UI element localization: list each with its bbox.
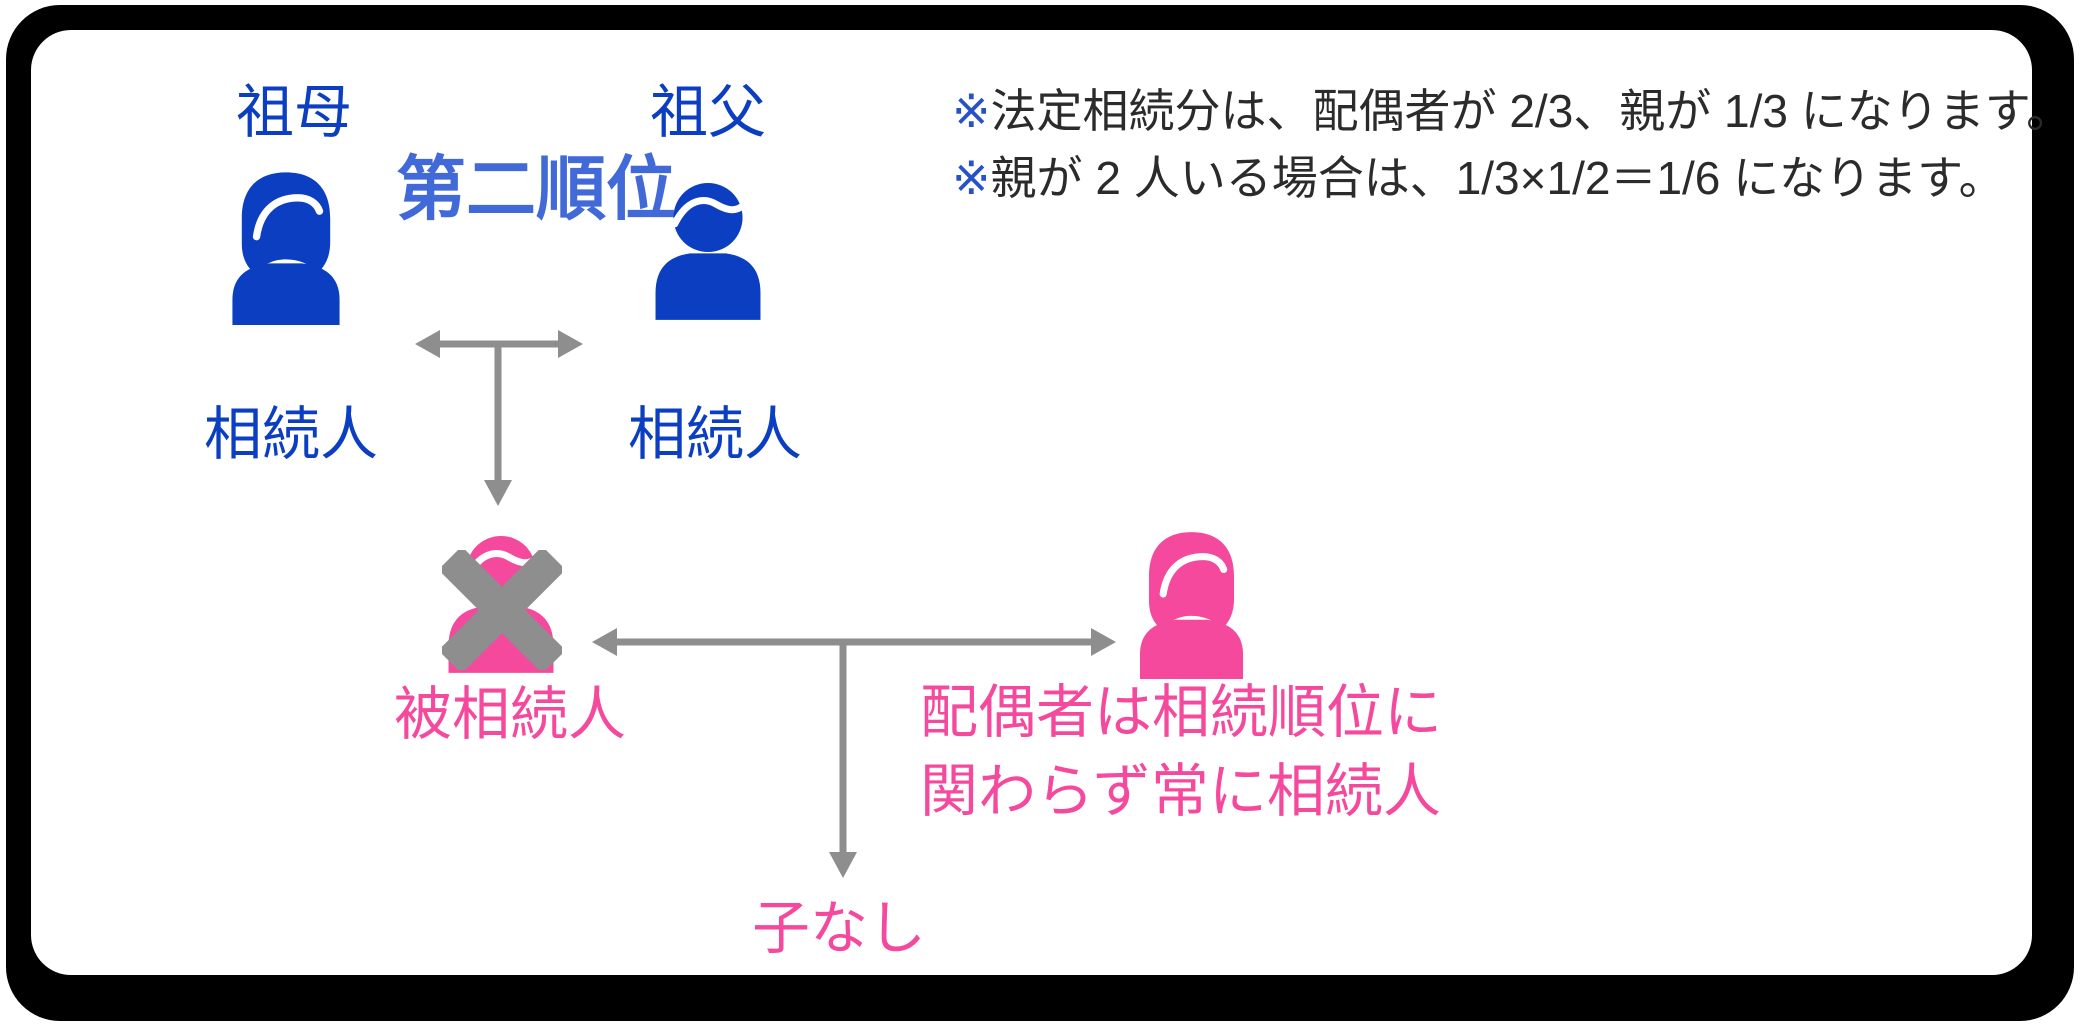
decedent-label: 被相続人 — [394, 682, 627, 747]
footnote-mark-icon: ※ — [952, 152, 991, 204]
no-children-label: 子なし — [752, 896, 927, 961]
grandmother-icon — [219, 167, 353, 325]
footnote-line2-text: 親が 2 人いる場合は、1/3×1/2＝1/6 になります。 — [990, 152, 2005, 204]
rank-label: 第二順位 — [396, 150, 676, 228]
footnote-line1-text: 法定相続分は、配偶者が 2/3、親が 1/3 になります。 — [990, 85, 2073, 137]
white-canvas — [31, 30, 2032, 975]
cross-out-x-icon — [442, 550, 562, 670]
grandfather-icon — [644, 179, 772, 320]
grandfather-label: 祖父 — [650, 80, 767, 145]
heir-right-label: 相続人 — [628, 402, 803, 467]
spouse-caption-line2: 関わらず常に相続人 — [920, 759, 1441, 824]
spouse-caption-line1: 配偶者は相続順位に — [920, 680, 1443, 745]
footnote-line2: ※親が 2 人いる場合は、1/3×1/2＝1/6 になります。 — [952, 155, 2005, 201]
heir-left-label: 相続人 — [204, 402, 379, 467]
footnote-line1: ※法定相続分は、配偶者が 2/3、親が 1/3 になります。 — [952, 88, 2072, 134]
footnote-mark-icon: ※ — [952, 85, 991, 137]
grandmother-label: 祖母 — [236, 80, 353, 145]
spouse-icon — [1127, 527, 1256, 679]
